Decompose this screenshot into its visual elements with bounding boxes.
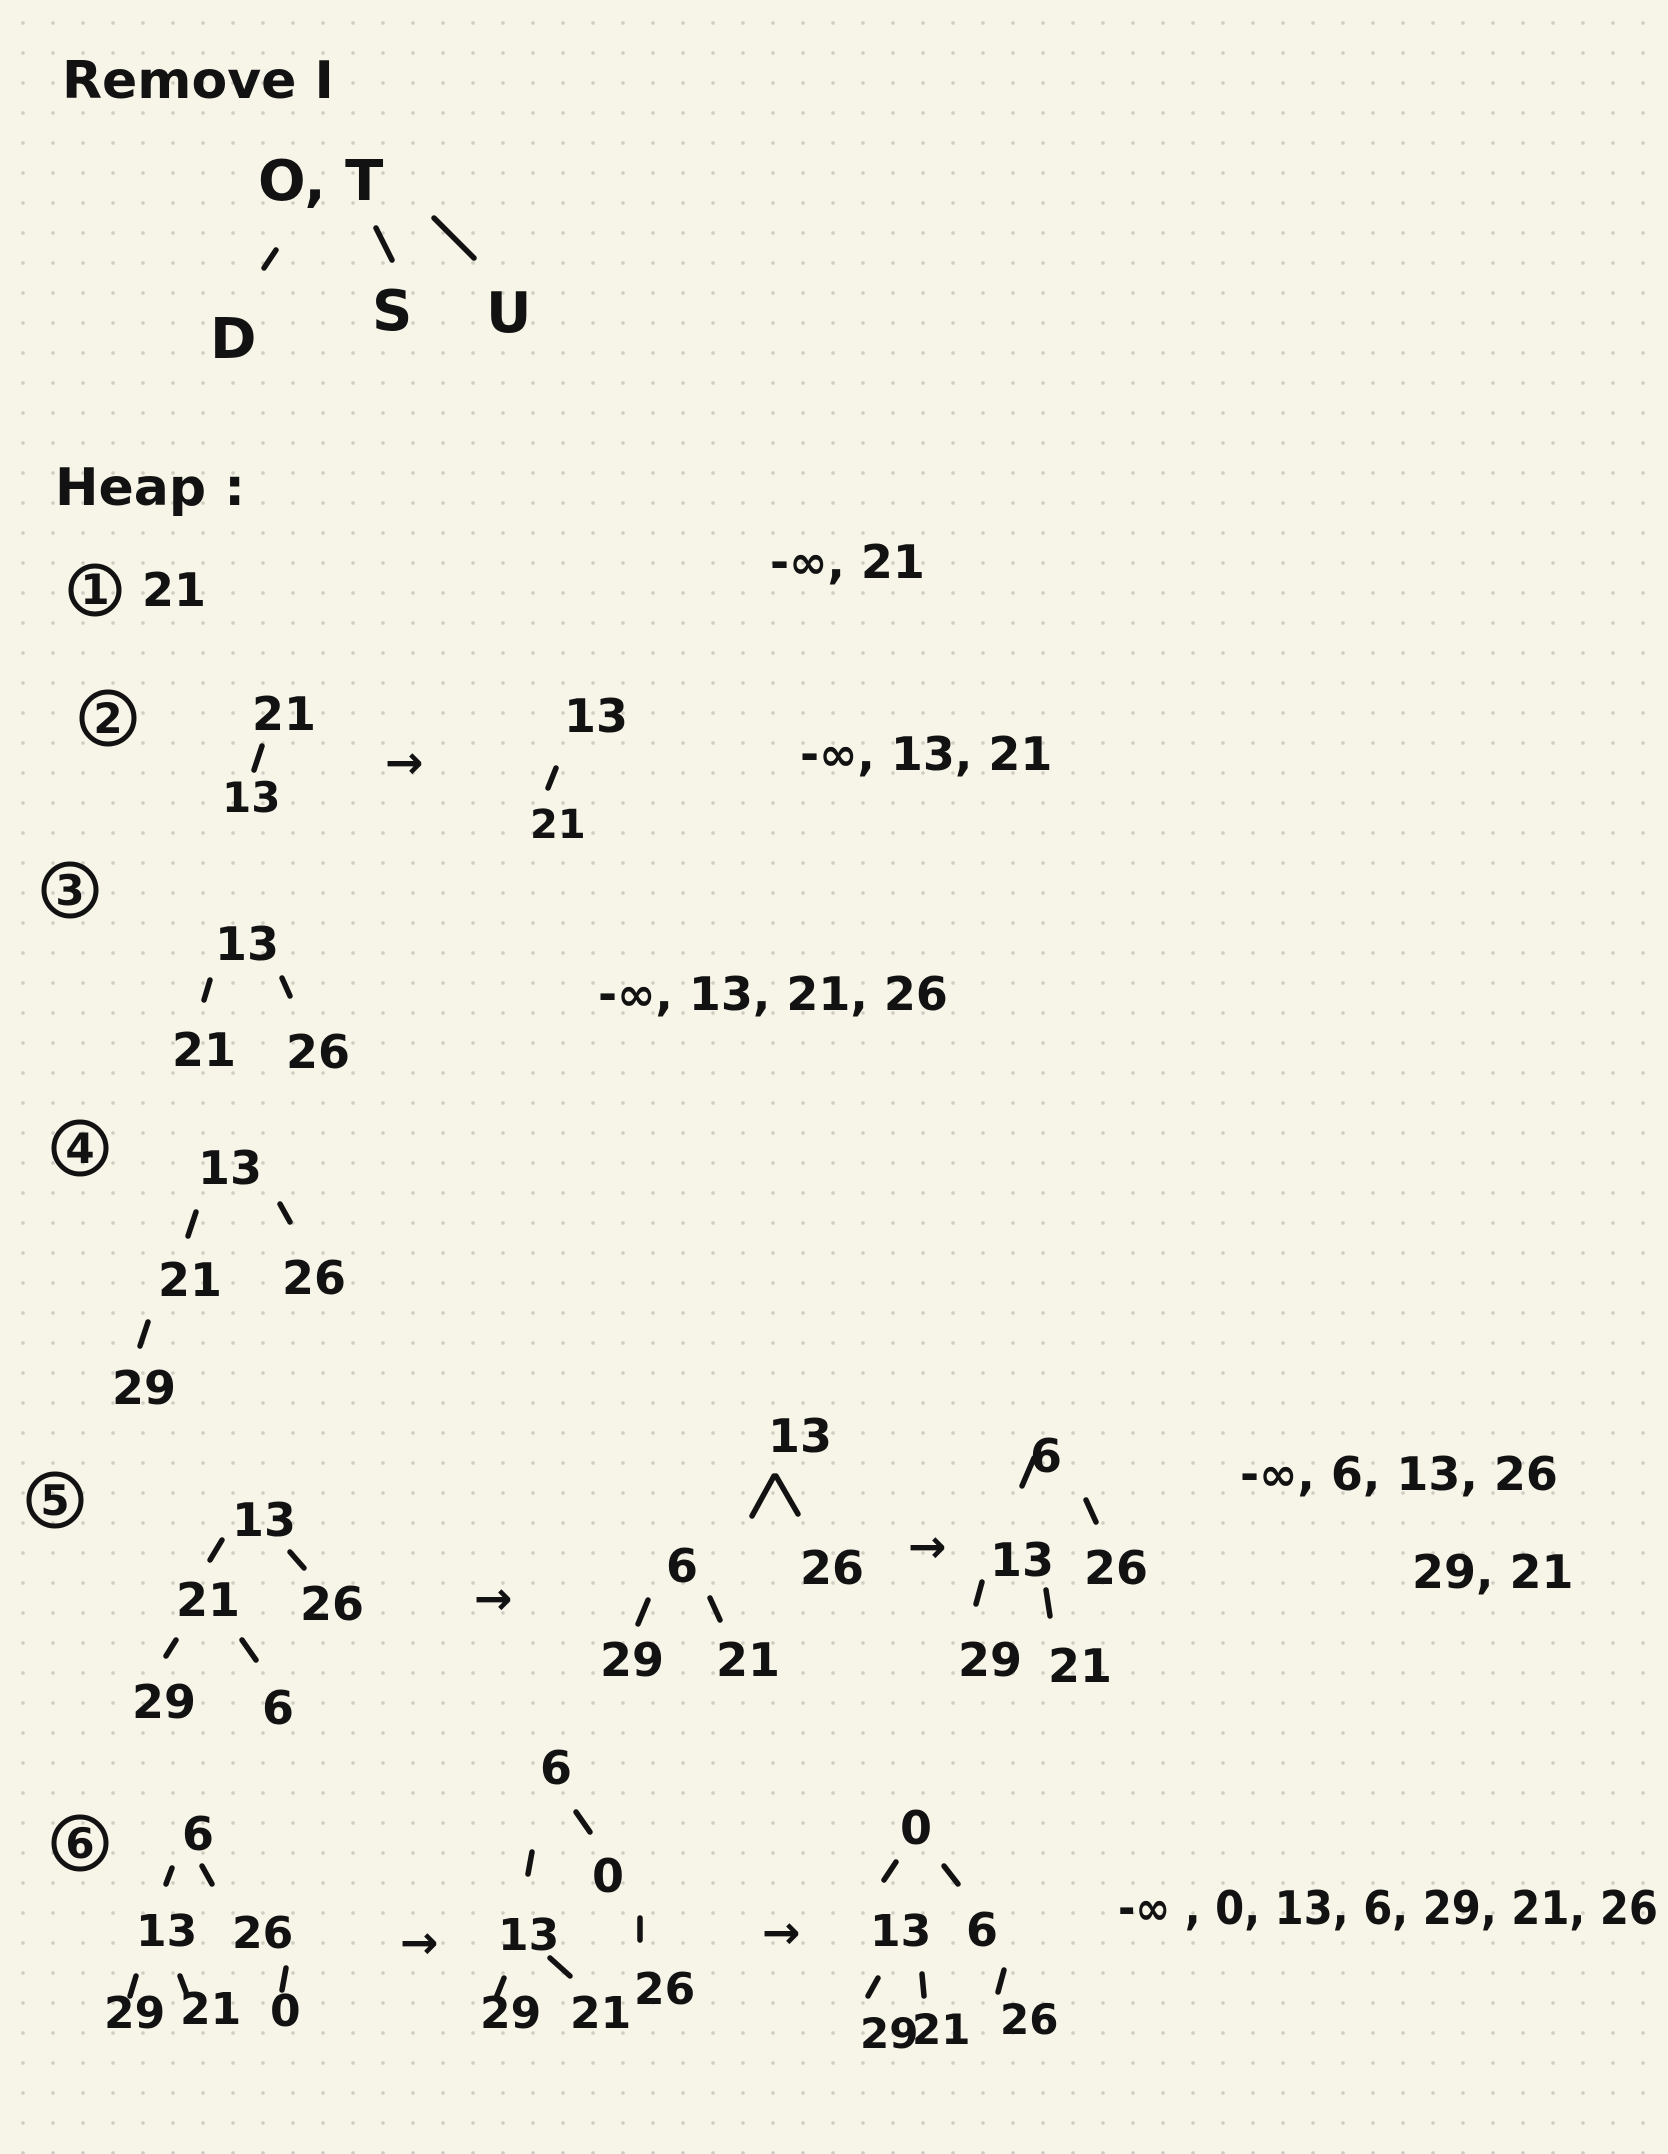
- heap-array: -∞ , 0, 13, 6, 29, 21, 26: [1118, 1881, 1658, 1935]
- heap-node: 13: [222, 773, 280, 822]
- heap-node: 6: [966, 1903, 998, 1957]
- step-number-circle: [51, 1814, 109, 1872]
- remove-heading: Remove I: [62, 51, 334, 111]
- heap-node: 21: [158, 1253, 222, 1307]
- heap-node: 29: [860, 2009, 918, 2058]
- heap-node: 21: [142, 563, 206, 617]
- heap-array: -∞, 21: [770, 535, 925, 589]
- heap-node: 29: [600, 1633, 664, 1687]
- step-number-circle: [68, 563, 122, 617]
- heap-node: 13: [136, 1906, 197, 1957]
- step-number: 4: [65, 1124, 94, 1173]
- step-5: 5 13 21 26 29 6 → 13 6 26 29 21 → 6 13 2…: [26, 1409, 1574, 1735]
- step-number-circle: [26, 1471, 84, 1529]
- heap-node: 13: [768, 1409, 832, 1463]
- transform-arrow: →: [400, 1915, 439, 1969]
- heap-node: 26: [800, 1541, 864, 1595]
- heap-node: 29: [480, 1988, 541, 2039]
- heap-array-continued: 29, 21: [1412, 1545, 1574, 1599]
- heap-node: 21: [912, 2005, 970, 2054]
- tree-node-u: U: [486, 281, 531, 346]
- heap-node: 13: [990, 1533, 1054, 1587]
- heap-node: 21: [570, 1988, 631, 2039]
- heap-node: 26: [300, 1577, 364, 1631]
- step-4: 4 13 21 26 29: [51, 1119, 346, 1415]
- heap-node: 21: [172, 1023, 236, 1077]
- heap-node: 26: [282, 1251, 346, 1305]
- heap-array: -∞, 6, 13, 26: [1240, 1447, 1558, 1501]
- step-number-circle: [41, 861, 99, 919]
- step-number: 3: [55, 866, 84, 915]
- heap-node: 13: [232, 1493, 296, 1547]
- tree-node-d: D: [210, 307, 256, 372]
- heap-node: 21: [176, 1573, 240, 1627]
- heap-node: 13: [564, 689, 628, 743]
- step-1: 1 21 -∞, 21: [68, 535, 925, 617]
- heap-node: 13: [215, 917, 279, 971]
- heap-node: 26: [1000, 1995, 1058, 2044]
- heap-node: 0: [270, 1986, 301, 2037]
- heap-node: 21: [1048, 1639, 1112, 1693]
- tree-edges: [261, 215, 477, 271]
- heap-node: 26: [1084, 1541, 1148, 1595]
- step-number: 5: [40, 1476, 69, 1525]
- tree-root-node: O, T: [258, 149, 383, 214]
- heap-node: 6: [540, 1741, 572, 1795]
- heap-heading: Heap :: [55, 458, 245, 518]
- step-2: 2 21 13 → 13 21 -∞, 13, 21: [79, 687, 1052, 848]
- heap-node: 26: [634, 1964, 695, 2015]
- heap-node: 6: [262, 1681, 294, 1735]
- heap-node: 13: [870, 1906, 931, 1957]
- step-number: 1: [80, 565, 109, 614]
- heap-node: 29: [112, 1361, 176, 1415]
- heap-node: 6: [666, 1539, 698, 1593]
- step-3: 3 13 21 26 -∞, 13, 21, 26: [41, 861, 948, 1079]
- step-number: 2: [93, 694, 122, 743]
- tree-node-s: S: [372, 279, 412, 344]
- heap-node: 21: [716, 1633, 780, 1687]
- step-number-circle: [79, 689, 137, 747]
- heap-node: 21: [252, 687, 316, 741]
- heap-node: 21: [180, 1984, 241, 2035]
- step-number: 6: [65, 1819, 94, 1868]
- heap-array: -∞, 13, 21: [800, 727, 1052, 781]
- transform-arrow: →: [762, 1905, 801, 1959]
- heap-node: 26: [232, 1908, 293, 1959]
- heap-node: 0: [900, 1801, 932, 1855]
- step-6: 6 6 13 26 29 21 0 → 6 0 13 29 21 26 → 0 …: [51, 1741, 1658, 2058]
- heap-node: 13: [498, 1910, 559, 1961]
- transform-arrow: →: [385, 735, 424, 789]
- heap-node: 26: [286, 1025, 350, 1079]
- heap-node: 29: [132, 1675, 196, 1729]
- heap-node: 21: [530, 802, 586, 848]
- heap-node: 6: [182, 1807, 214, 1861]
- transform-arrow: →: [908, 1519, 947, 1573]
- heap-node: 29: [958, 1633, 1022, 1687]
- heap-node: 29: [104, 1988, 165, 2039]
- heap-node: 0: [592, 1849, 624, 1903]
- heap-array: -∞, 13, 21, 26: [598, 967, 948, 1021]
- step-number-circle: [51, 1119, 109, 1177]
- transform-arrow: →: [474, 1571, 513, 1625]
- heap-node: 13: [198, 1141, 262, 1195]
